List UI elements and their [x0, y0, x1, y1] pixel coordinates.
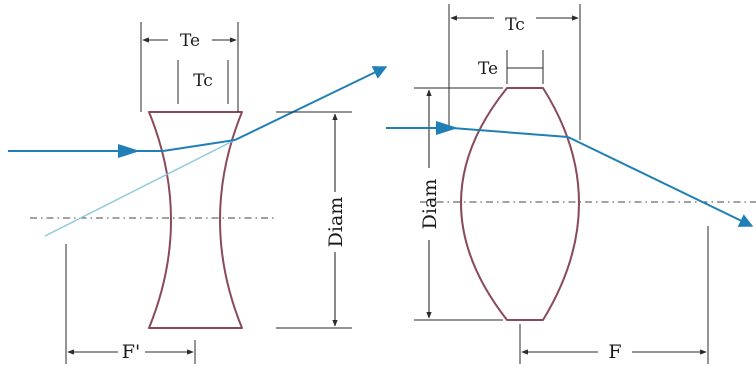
concave-diam-label: Diam: [325, 197, 347, 248]
concave-ray-arrowhead: [118, 144, 140, 158]
convex-focal-label: F: [608, 341, 621, 363]
convex-lens-outline: [460, 87, 580, 321]
convex-diam-label: Diam: [419, 179, 441, 230]
convex-outgoing-ray: [567, 136, 754, 227]
concave-virtual-ray: [44, 139, 236, 237]
concave-te-label: Te: [180, 31, 200, 51]
convex-te-label: Te: [478, 59, 498, 79]
concave-focal-label: F': [122, 341, 140, 363]
concave-lens-group: Te Tc Diam F': [8, 22, 388, 364]
convex-internal-ray: [451, 127, 569, 138]
concave-outgoing-ray: [234, 66, 388, 141]
concave-internal-ray: [162, 139, 236, 152]
concave-lens-outline: [148, 111, 243, 329]
convex-tc-label: Tc: [505, 15, 525, 35]
convex-lens-group: Tc Te Diam F: [386, 4, 756, 364]
convex-ray-arrowhead: [436, 121, 458, 135]
concave-tc-label: Tc: [193, 71, 213, 91]
